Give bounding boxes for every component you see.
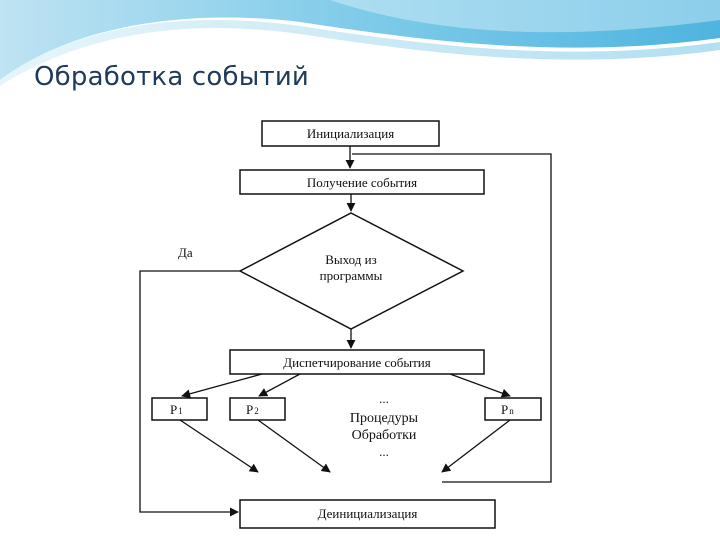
p2-subscript: 2 <box>254 406 259 416</box>
p1-box <box>151 397 208 421</box>
arrow-pn-to-merge <box>441 419 511 473</box>
dots-bottom: ... <box>379 444 389 459</box>
get-event-box <box>239 169 485 195</box>
loop-back-line <box>352 153 552 483</box>
exit-decision-label-line1: Выход из <box>325 252 377 267</box>
arrow-dispatch-to-p1 <box>181 373 263 399</box>
pn-label: Pn <box>501 402 514 417</box>
pn-letter: P <box>501 402 508 417</box>
yes-label: Да <box>178 245 193 260</box>
dots-top: ... <box>379 391 389 406</box>
procedures-label-line2: Обработки <box>352 428 417 443</box>
deinit-box <box>239 499 496 529</box>
pn-box <box>484 397 542 421</box>
arrow-p2-to-merge <box>257 419 331 473</box>
get-event-label: Получение события <box>307 175 417 190</box>
arrow-dispatch-to-p2 <box>258 373 301 397</box>
deinit-label: Деинициализация <box>318 506 418 521</box>
yes-path-line <box>139 270 240 517</box>
p1-label: P1 <box>170 402 183 417</box>
procedures-label-line1: Процедуры <box>350 411 419 426</box>
slide-title: Обработка событий <box>34 62 310 92</box>
arrow-p1-to-merge <box>179 419 259 473</box>
dispatch-box <box>229 349 485 375</box>
p2-box <box>229 397 286 421</box>
p1-letter: P <box>170 402 177 417</box>
slide-header-banner <box>0 0 720 86</box>
p1-subscript: 1 <box>178 406 183 416</box>
p2-label: P2 <box>246 402 259 417</box>
p2-letter: P <box>246 402 253 417</box>
pn-subscript: n <box>509 406 514 416</box>
exit-decision-label-line2: программы <box>320 268 383 283</box>
init-box <box>261 120 440 147</box>
init-label: Инициализация <box>307 126 394 141</box>
dispatch-label: Диспетчирование события <box>283 355 430 370</box>
arrow-dispatch-to-pn <box>449 373 511 398</box>
